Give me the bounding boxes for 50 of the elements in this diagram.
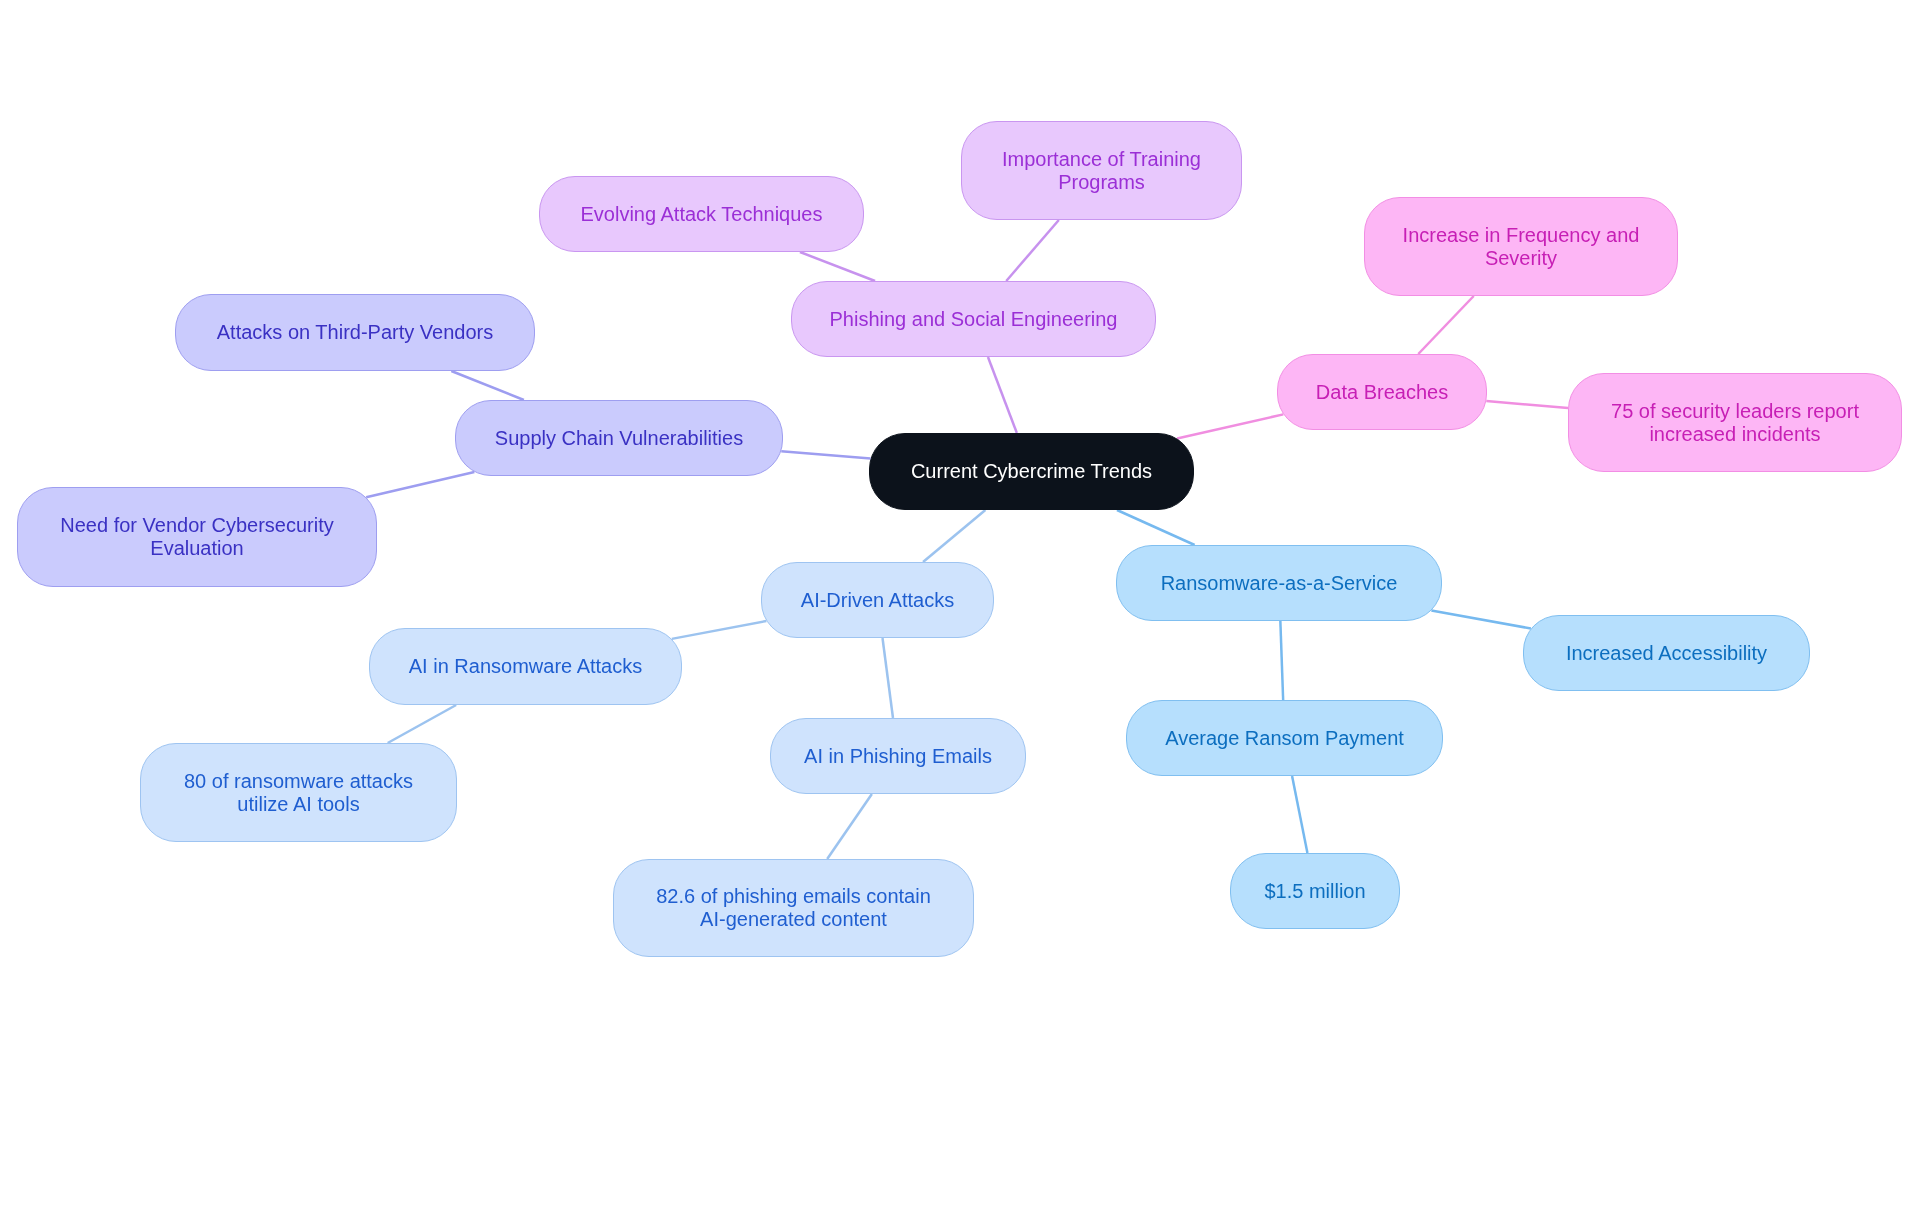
- connector-line: [881, 637, 895, 719]
- connector-line: [922, 509, 987, 563]
- connector-line: [1005, 219, 1060, 282]
- connector-line: [781, 449, 871, 460]
- topic-label: AI-Driven Attacks: [800, 588, 955, 612]
- topic-pill: [140, 743, 457, 842]
- connector-line: [1279, 620, 1285, 701]
- topic-label: Ransomware-as-a-Service: [1160, 571, 1398, 595]
- topic-label: 82.6 of phishing emails contain AI-generated content: [655, 885, 932, 931]
- topic-label: Need for Vendor Cybersecurity Evaluation: [59, 514, 335, 560]
- connector-line: [387, 703, 457, 745]
- topic-label: Increased Accessibility: [1565, 641, 1768, 665]
- topic-label: Supply Chain Vulnerabilities: [494, 426, 744, 450]
- topic-pill: [761, 562, 994, 638]
- topic-pill: [369, 628, 682, 705]
- connector-line: [1431, 609, 1532, 630]
- connector-line: [1116, 508, 1196, 547]
- connector-line: [986, 356, 1019, 434]
- topic-label: Data Breaches: [1315, 380, 1449, 404]
- topic-label: Increase in Frequency and Severity: [1401, 223, 1641, 270]
- central-topic-pill: [869, 433, 1194, 510]
- topic-label: AI in Ransomware Attacks: [408, 655, 643, 678]
- topic-label: AI in Phishing Emails: [804, 744, 992, 768]
- topic-label: Importance of Training Programs: [1001, 147, 1202, 194]
- topic-pill: [1568, 373, 1902, 472]
- topic-label: Average Ransom Payment: [1165, 726, 1404, 750]
- connector-line: [1290, 775, 1309, 854]
- topic-label: Phishing and Social Engineering: [829, 307, 1118, 331]
- connector-line: [365, 470, 475, 499]
- topic-pill: [613, 859, 974, 957]
- topic-pill: [1277, 354, 1487, 430]
- topic-label: Current Cybercrime Trends: [910, 460, 1153, 483]
- topic-pill: [1523, 615, 1810, 691]
- topic-label: $1.5 million: [1264, 879, 1366, 903]
- topic-pill: [961, 121, 1242, 220]
- connector-line: [671, 619, 767, 641]
- connector-line: [1176, 413, 1284, 440]
- connector-line: [826, 793, 873, 860]
- topic-label: 80 of ransomware attacks utilize AI tools: [183, 769, 414, 816]
- topic-pill: [17, 487, 377, 587]
- topic-label: Evolving Attack Techniques: [580, 202, 823, 226]
- topic-pill: [1116, 545, 1442, 621]
- connector-line: [799, 250, 876, 283]
- topic-label: Attacks on Third-Party Vendors: [216, 321, 494, 344]
- connector-line: [1486, 399, 1569, 410]
- topic-pill: [1364, 197, 1678, 296]
- topic-label: 75 of security leaders report increased incidents: [1610, 399, 1860, 446]
- connector-line: [450, 369, 525, 402]
- topic-pill: [455, 400, 783, 476]
- connector-line: [1417, 295, 1475, 355]
